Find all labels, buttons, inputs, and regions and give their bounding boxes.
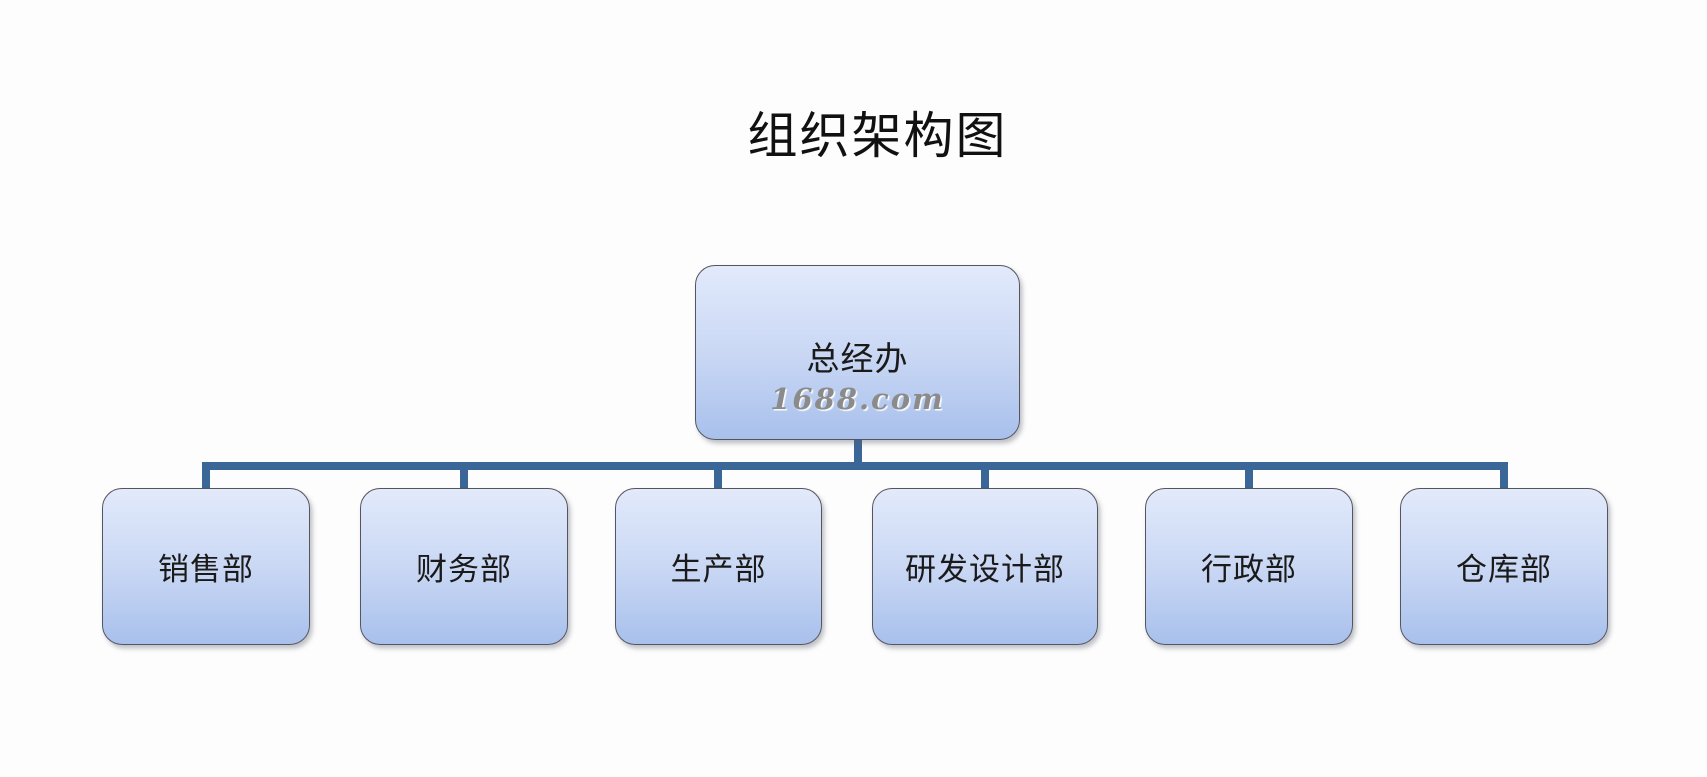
connector-drop-admin [1245,462,1253,490]
dept-node-rnd-design: 研发设计部 [872,488,1098,645]
connector-drop-warehouse [1500,462,1508,490]
connector-drop-production [714,462,722,490]
connector-drop-rnd-design [981,462,989,490]
dept-node-label: 研发设计部 [905,552,1065,587]
dept-node-sales: 销售部 [102,488,310,645]
dept-node-production: 生产部 [615,488,822,645]
dept-node-label: 财务部 [416,552,512,587]
dept-node-admin: 行政部 [1145,488,1353,645]
dept-node-label: 仓库部 [1456,552,1552,587]
dept-node-warehouse: 仓库部 [1400,488,1608,645]
root-node-label: 总经办 [806,339,909,377]
connector-drop-finance [460,462,468,490]
connector-drop-sales [202,462,210,490]
dept-node-finance: 财务部 [360,488,568,645]
connector-root-stub [854,439,862,467]
connector-horizontal-bus [202,462,1508,470]
root-node-general-manager-office: 总经办 1688.com [695,265,1020,440]
dept-node-label: 销售部 [158,552,254,587]
dept-node-label: 生产部 [670,552,767,587]
watermark-text: 1688.com [770,381,945,416]
dept-node-label: 行政部 [1201,552,1297,587]
chart-title: 组织架构图 [747,108,1008,164]
